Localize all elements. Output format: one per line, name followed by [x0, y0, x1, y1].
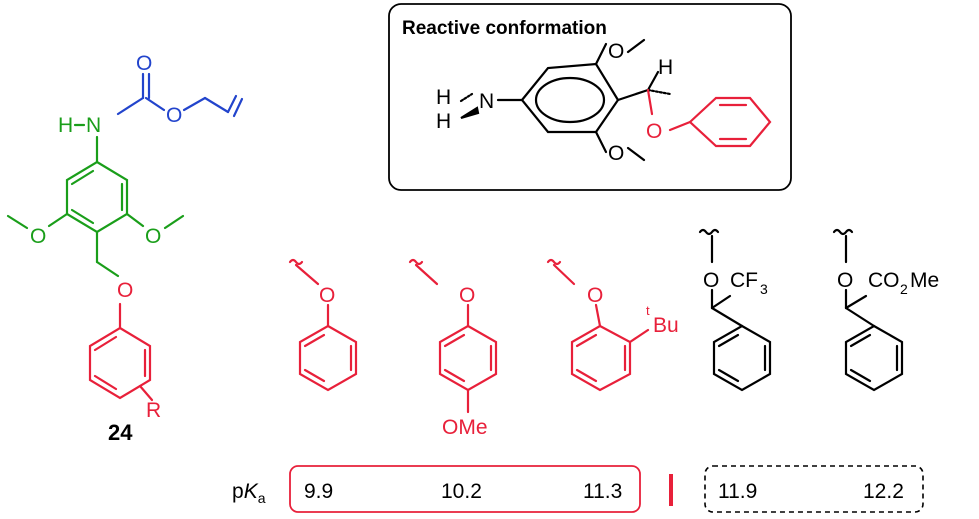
pka-dashed-box: [704, 465, 924, 513]
variant-3-tert-superscript: t: [646, 303, 650, 318]
inset-frame: [388, 3, 792, 191]
variant-3-butyl: Bu: [653, 314, 679, 337]
r-group-label: R: [146, 399, 161, 422]
inset-title: Reactive conformation: [402, 18, 607, 39]
aryl-ring-r: [88, 302, 154, 402]
variant-2-oxygen: O: [459, 284, 475, 307]
pka-value-tbutylphenoxy: 11.3: [583, 480, 622, 503]
pka-row: pKa 9.9 10.2 11.3 11.9 12.2: [232, 465, 924, 513]
inset-oxygen-bottom: O: [608, 142, 624, 165]
inset-benzylic-hydrogen: H: [658, 56, 673, 79]
variant-methyl-ester: O CO 2 Me: [832, 228, 939, 392]
variant-5-oxygen: O: [837, 269, 853, 292]
pka-value-methoxyphenoxy: 10.2: [441, 480, 482, 503]
pka-value-phenoxy: 9.9: [304, 480, 333, 503]
pka-red-box: [289, 465, 641, 513]
methoxy-left-oxygen: O: [30, 225, 46, 248]
inset-ether-oxygen: O: [646, 120, 662, 143]
inset-nitrogen: N: [479, 90, 494, 113]
ester-oxygen-label: O: [166, 104, 182, 127]
variant-trifluoromethyl: O CF 3: [698, 228, 772, 392]
variant-4-cf: CF: [730, 269, 758, 292]
variant-3-oxygen: O: [587, 284, 603, 307]
variant-phenoxy: O: [288, 258, 358, 392]
pka-value-trifluoromethyl: 11.9: [718, 480, 757, 503]
compound-24: O O H N O O O: [6, 52, 244, 445]
variant-1-oxygen: O: [319, 284, 335, 307]
variant-5-co: CO: [868, 269, 900, 292]
inset-oxygen-top: O: [608, 40, 624, 63]
carbonyl-oxygen-label: O: [136, 52, 152, 75]
alloc-group: [116, 72, 244, 118]
variant-4-oxygen: O: [703, 269, 719, 292]
variant-methoxyphenoxy: O OMe: [408, 258, 498, 439]
central-benzene-ring: [6, 160, 185, 278]
variant-tbutylphenoxy: O t Bu: [546, 258, 679, 392]
compound-number: 24: [108, 420, 133, 445]
ether-oxygen-label: O: [117, 279, 133, 302]
variant-4-subscript-3: 3: [760, 281, 768, 297]
variant-5-me: Me: [910, 269, 939, 292]
pka-label: pKa: [232, 480, 266, 506]
amine-nitrogen-label: N: [86, 114, 101, 137]
methoxy-right-oxygen: O: [145, 225, 161, 248]
amine-hydrogen-label: H: [58, 114, 73, 137]
inset-h-top: H: [436, 86, 451, 109]
variant-2-methoxy: OMe: [442, 416, 488, 439]
pka-value-methyl-ester: 12.2: [863, 480, 904, 503]
inset-h-bottom: H: [436, 110, 451, 133]
reactive-conformation-inset: Reactive conformation H H N O O H: [388, 3, 792, 191]
variant-5-subscript-2: 2: [900, 281, 908, 297]
